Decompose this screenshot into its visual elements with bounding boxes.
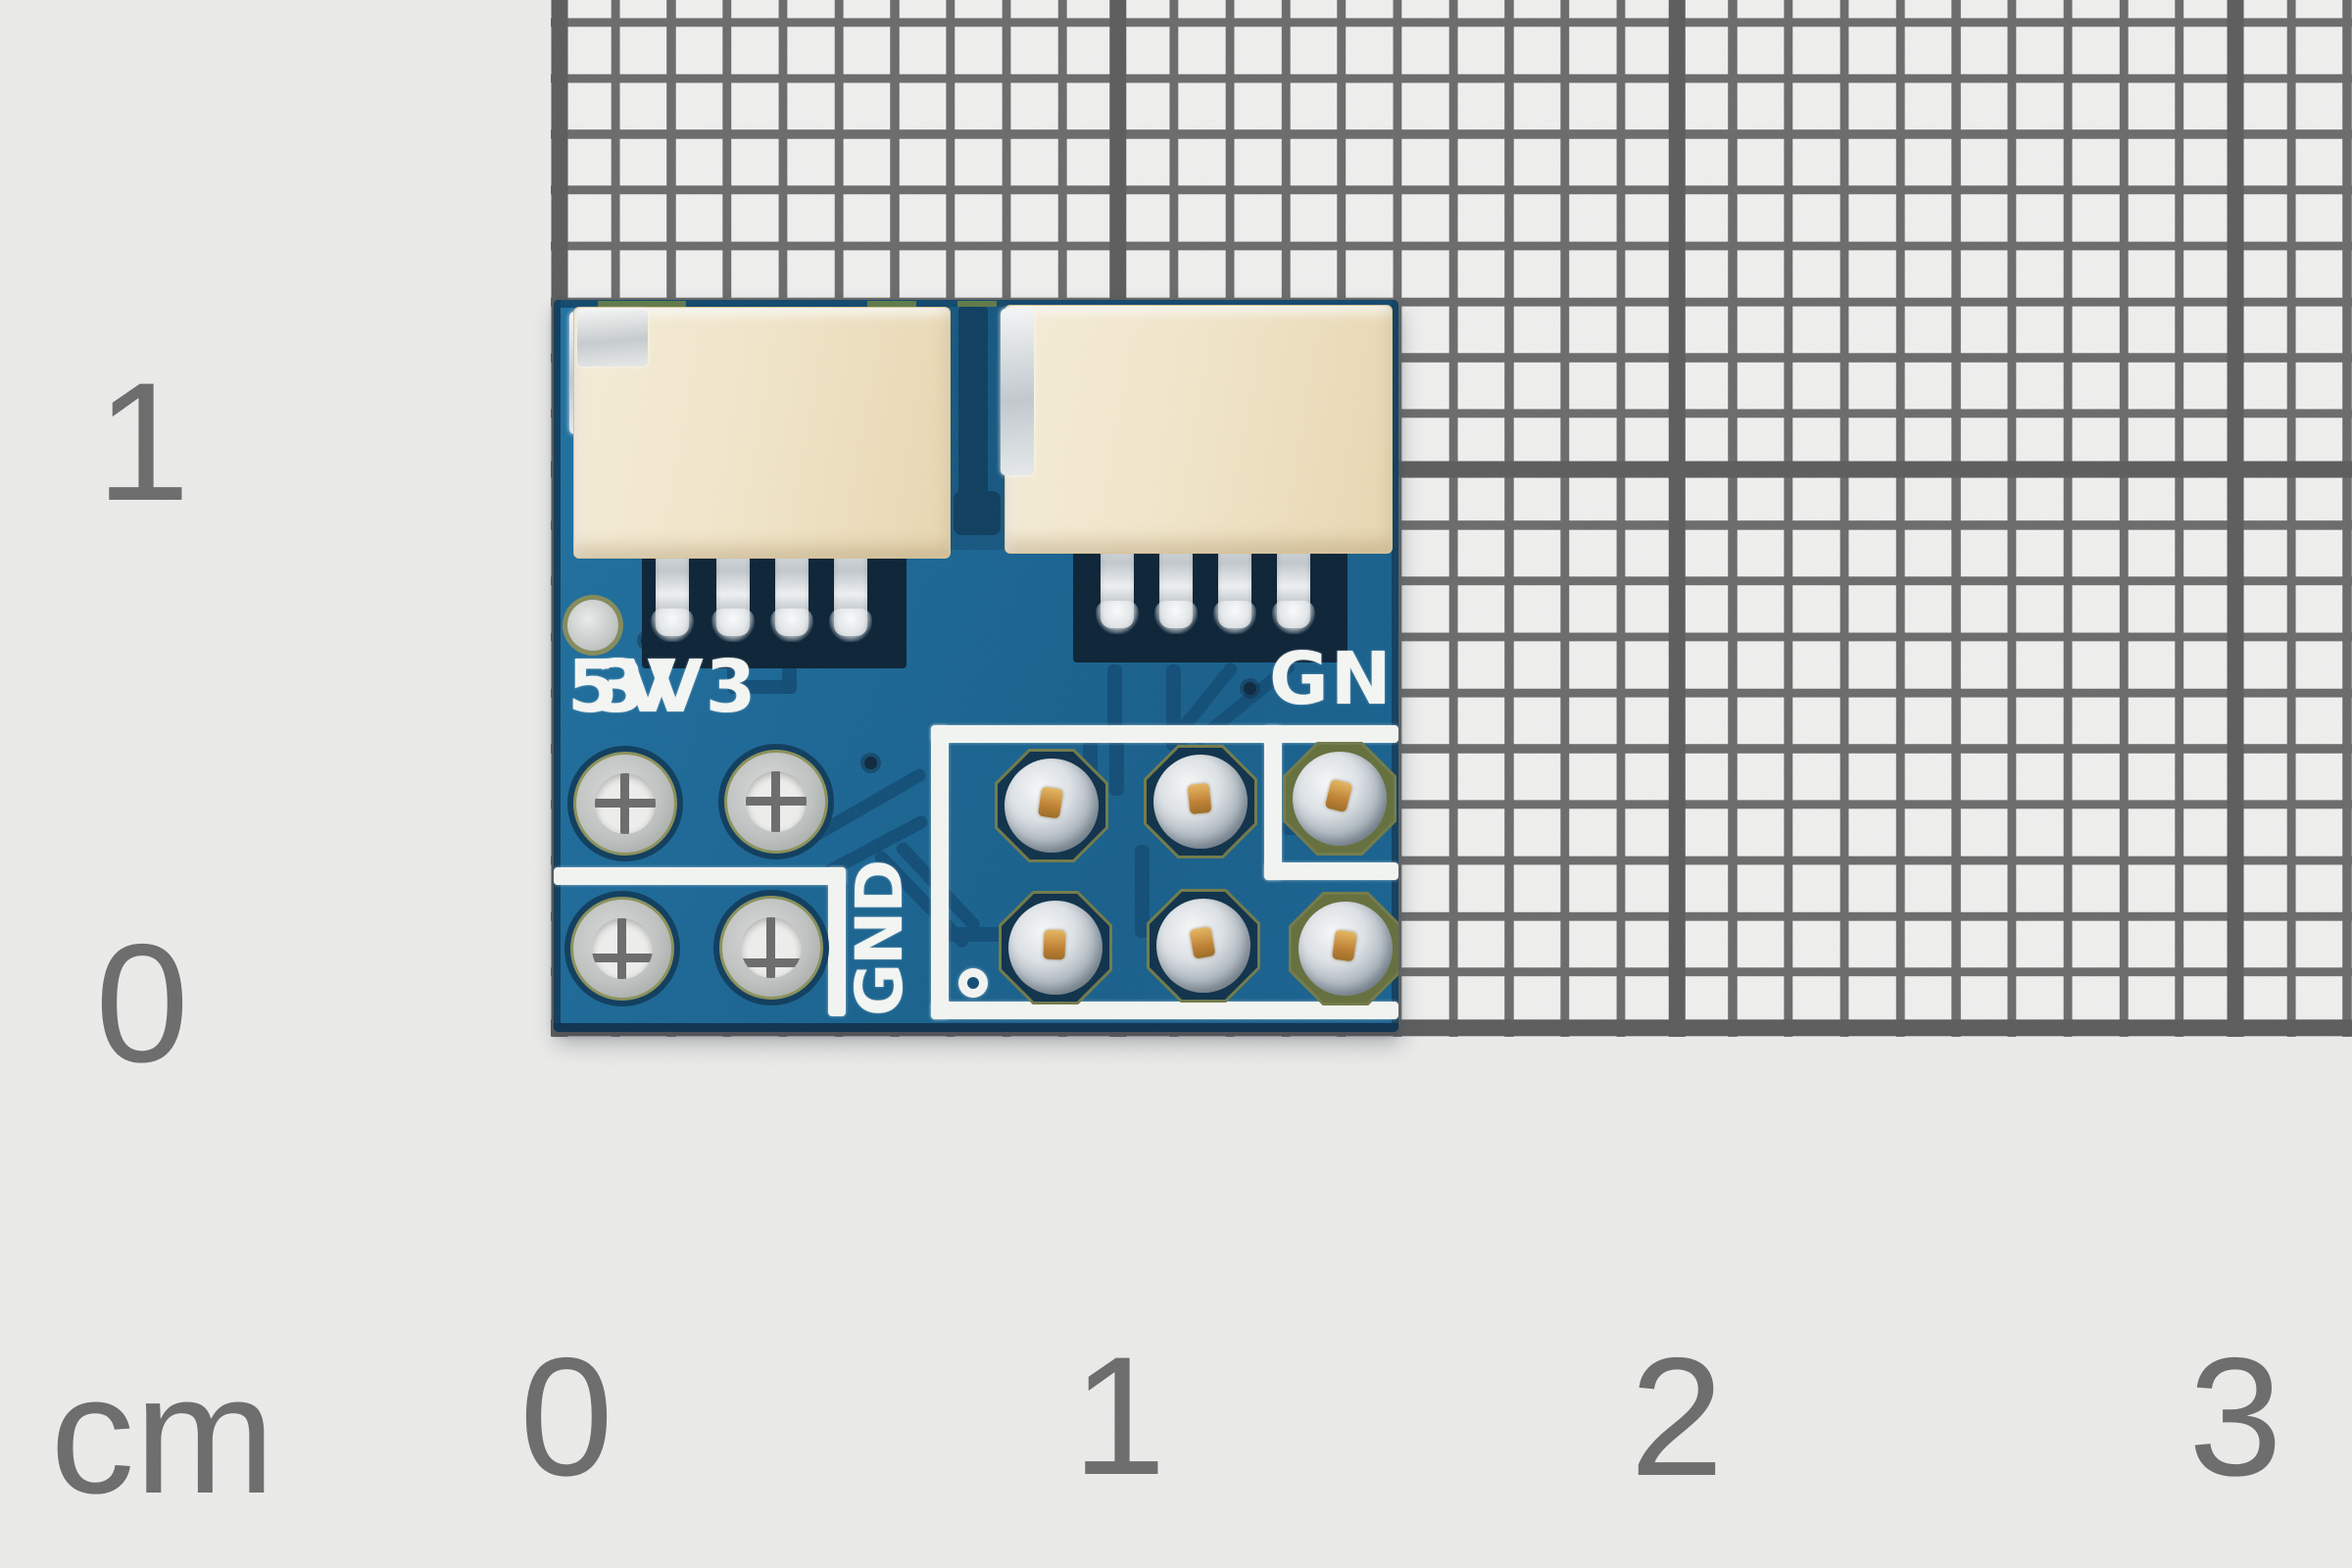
solder-joint (1147, 889, 1260, 1003)
hole-bore (746, 771, 807, 832)
board-bottom-edge (554, 1023, 1398, 1032)
silkscreen-box-left (931, 725, 949, 1019)
trace (958, 307, 988, 503)
hole-bore (741, 917, 802, 978)
solder-joint (1283, 742, 1396, 856)
pin1-marker-hole (967, 977, 979, 989)
trace (1109, 735, 1124, 796)
solder-joint (1289, 892, 1398, 1005)
silkscreen-line (554, 867, 846, 885)
solder-joint (1144, 745, 1257, 858)
pin-tip (1332, 929, 1357, 962)
ruler-bottom-label-1: 1 (1072, 1322, 1166, 1510)
through-hole (713, 890, 829, 1005)
label-3v3: 3V3 (595, 645, 759, 729)
silkscreen-gnd-divider (1264, 725, 1282, 880)
silkscreen-box-top (931, 725, 1398, 743)
ruler-bottom-label-3: 3 (2188, 1323, 2282, 1511)
ruler-unit-label: cm (50, 1341, 275, 1529)
via-dot (864, 757, 877, 769)
ruler-bottom-label-0: 0 (519, 1323, 613, 1511)
through-hole (567, 746, 683, 861)
pin-tip (1187, 782, 1212, 815)
pin-tip (1038, 786, 1063, 819)
pin1-marker-donut (958, 968, 988, 998)
solder-tab (1001, 309, 1034, 475)
trace-pad (954, 491, 1001, 535)
ruler-left-label-0: 0 (95, 909, 189, 1098)
fiducial-silver (567, 600, 618, 651)
label-gnd: GND (1269, 637, 1398, 721)
silkscreen-gnd-divider (1264, 862, 1398, 880)
grid-line-through-hole (766, 917, 775, 978)
solder-tab (577, 310, 648, 367)
hole-bore (595, 773, 656, 834)
through-hole (564, 891, 680, 1006)
board-left-edge (554, 300, 561, 1032)
ruler-bottom-label-2: 2 (1630, 1323, 1724, 1511)
grid-line-through-hole (620, 773, 629, 834)
jst-connector-right (1004, 305, 1393, 554)
ruler-left-label-1: 1 (96, 348, 190, 536)
grid-line-through-hole (771, 771, 780, 832)
solder-joint (995, 749, 1108, 862)
hole-bore (592, 918, 653, 979)
label-gnd-vertical: GND (842, 860, 917, 1016)
via-dot (1244, 682, 1256, 695)
through-hole (718, 744, 834, 859)
grid-line-through-hole (617, 918, 626, 979)
solder-joint (999, 891, 1112, 1004)
pin-tip (1043, 929, 1066, 960)
